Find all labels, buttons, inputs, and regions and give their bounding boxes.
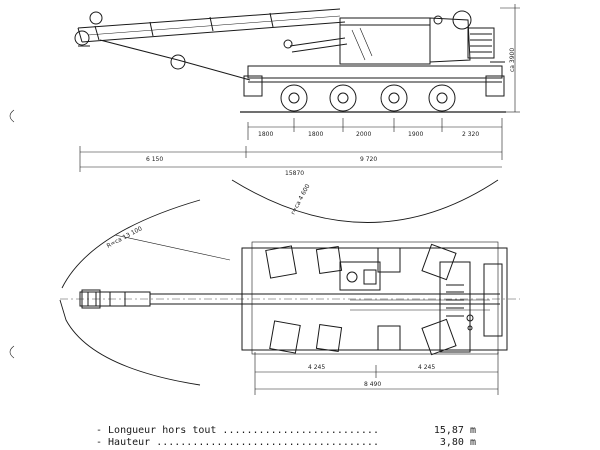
dim-axle-5: 2 320 — [462, 131, 479, 138]
dim-overall-length: 15870 — [285, 170, 304, 177]
dim-front-overhang: 6 150 — [146, 156, 163, 163]
spec-label: - Hauteur ..............................… — [96, 437, 379, 448]
dim-half-width-left: 4 245 — [308, 364, 325, 371]
dim-axle-3: 2000 — [356, 131, 371, 138]
dim-height: ca 3900 — [509, 48, 516, 72]
plan-view — [9, 109, 520, 395]
dim-outrigger-span: 8 490 — [364, 381, 381, 388]
dim-wheelbase: 9 720 — [360, 156, 377, 163]
dim-axle-1: 1800 — [258, 131, 273, 138]
outrigger-pads — [265, 243, 457, 356]
dim-axle-4: 1900 — [408, 131, 423, 138]
dim-axle-2: 1800 — [308, 131, 323, 138]
boom-plan — [79, 289, 500, 311]
dim-tail-radius: r=ca 4 600 — [290, 183, 312, 216]
wheels-side — [280, 84, 456, 112]
spec-value: 15,87 m — [433, 425, 476, 436]
side-elevation — [74, 4, 520, 172]
spec-value: 3,80 m — [439, 437, 476, 448]
dim-half-width-right: 4 245 — [418, 364, 435, 371]
spec-row: - Longueur hors tout ...................… — [96, 425, 476, 437]
boom-side — [74, 8, 346, 81]
spec-label: - Longueur hors tout ...................… — [96, 425, 379, 436]
truck-chassis-side — [243, 61, 505, 97]
superstructure — [283, 10, 495, 65]
spec-row: - Hauteur ..............................… — [96, 437, 476, 449]
